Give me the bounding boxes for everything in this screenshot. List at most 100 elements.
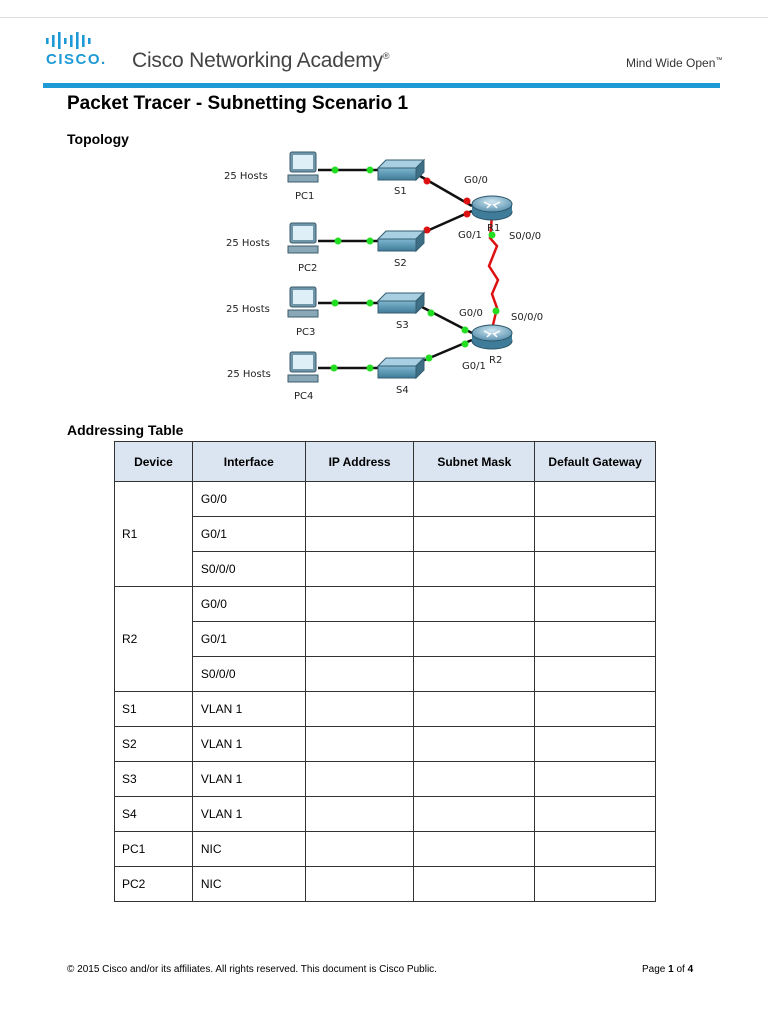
pc1-icon xyxy=(287,151,319,183)
topology-diagram: 25 Hosts 25 Hosts 25 Hosts 25 Hosts PC1 … xyxy=(224,151,543,402)
device-cell: S2 xyxy=(114,726,193,762)
router-r2-icon xyxy=(471,324,513,350)
default-gateway-cell[interactable] xyxy=(534,726,656,762)
subnet-mask-cell[interactable] xyxy=(413,516,536,552)
hosts-label-4: 25 Hosts xyxy=(227,369,271,380)
subnet-mask-cell[interactable] xyxy=(413,761,536,797)
switch-s3-icon xyxy=(376,291,426,315)
default-gateway-cell[interactable] xyxy=(534,761,656,797)
ip-address-cell[interactable] xyxy=(304,516,415,552)
device-cell: R1 xyxy=(114,481,193,587)
default-gateway-cell[interactable] xyxy=(534,481,656,517)
r1-g01-label: G0/1 xyxy=(458,230,482,241)
ip-address-cell[interactable] xyxy=(304,796,415,832)
subnet-mask-cell[interactable] xyxy=(413,726,536,762)
ip-address-cell[interactable] xyxy=(304,621,415,657)
default-gateway-cell[interactable] xyxy=(534,866,656,902)
ip-address-cell[interactable] xyxy=(304,551,415,587)
interface-cell: NIC xyxy=(191,866,306,902)
default-gateway-cell[interactable] xyxy=(534,796,656,832)
ip-address-cell[interactable] xyxy=(304,866,415,902)
pc2-icon xyxy=(287,222,319,254)
interface-cell: G0/0 xyxy=(191,586,306,622)
r2-label: R2 xyxy=(489,355,502,366)
interface-cell: VLAN 1 xyxy=(191,691,306,727)
serial-link xyxy=(487,215,500,326)
col-ip-address: IP Address xyxy=(304,441,415,482)
ip-address-cell[interactable] xyxy=(304,481,415,517)
page-title: Packet Tracer - Subnetting Scenario 1 xyxy=(67,93,409,114)
device-cell: S4 xyxy=(114,796,193,832)
pc4-icon xyxy=(287,351,319,383)
interface-cell: S0/0/0 xyxy=(191,551,306,587)
default-gateway-cell[interactable] xyxy=(534,656,656,692)
hosts-label-1: 25 Hosts xyxy=(224,171,268,182)
router-r1-icon xyxy=(471,195,513,221)
tagline: Mind Wide Open™ xyxy=(626,56,723,70)
s4-label: S4 xyxy=(396,385,409,396)
table-row: S0/0/0 xyxy=(115,551,656,587)
interface-cell: VLAN 1 xyxy=(191,761,306,797)
topology-heading: Topology xyxy=(67,131,129,147)
default-gateway-cell[interactable] xyxy=(534,831,656,867)
r2-g01-label: G0/1 xyxy=(462,361,486,372)
subnet-mask-cell[interactable] xyxy=(413,691,536,727)
ip-address-cell[interactable] xyxy=(304,726,415,762)
default-gateway-cell[interactable] xyxy=(534,516,656,552)
s2-label: S2 xyxy=(394,258,407,269)
col-interface: Interface xyxy=(191,441,306,482)
r2-s000-label: S0/0/0 xyxy=(511,312,543,323)
interface-cell: VLAN 1 xyxy=(191,796,306,832)
cisco-logo: CISCO. xyxy=(46,32,107,66)
interface-cell: VLAN 1 xyxy=(191,726,306,762)
col-subnet-mask: Subnet Mask xyxy=(413,441,536,482)
pc1-label: PC1 xyxy=(295,191,314,202)
subnet-mask-cell[interactable] xyxy=(413,796,536,832)
hosts-label-2: 25 Hosts xyxy=(226,238,270,249)
default-gateway-cell[interactable] xyxy=(534,551,656,587)
interface-cell: G0/0 xyxy=(191,481,306,517)
col-default-gateway: Default Gateway xyxy=(534,441,656,482)
cisco-wordmark: CISCO. xyxy=(46,51,107,66)
default-gateway-cell[interactable] xyxy=(534,691,656,727)
r1-label: R1 xyxy=(487,223,500,234)
interface-cell: S0/0/0 xyxy=(191,656,306,692)
hosts-label-3: 25 Hosts xyxy=(226,304,270,315)
ip-address-cell[interactable] xyxy=(304,656,415,692)
table-header-row: Device Interface IP Address Subnet Mask … xyxy=(114,441,656,482)
link-down-dots xyxy=(423,177,471,234)
subnet-mask-cell[interactable] xyxy=(413,866,536,902)
ip-address-cell[interactable] xyxy=(304,586,415,622)
ip-address-cell[interactable] xyxy=(304,761,415,797)
subnet-mask-cell[interactable] xyxy=(413,551,536,587)
table-row: S0/0/0 xyxy=(115,656,656,692)
ip-address-cell[interactable] xyxy=(304,691,415,727)
table-row: G0/1 xyxy=(115,621,656,657)
pc3-icon xyxy=(287,286,319,318)
subnet-mask-cell[interactable] xyxy=(413,481,536,517)
switch-s1-icon xyxy=(376,158,426,182)
subnet-mask-cell[interactable] xyxy=(413,621,536,657)
device-cell: S1 xyxy=(114,691,193,727)
switch-s4-icon xyxy=(376,356,426,380)
ip-address-cell[interactable] xyxy=(304,831,415,867)
device-cell: R2 xyxy=(114,586,193,692)
subnet-mask-cell[interactable] xyxy=(413,831,536,867)
footer-copyright: © 2015 Cisco and/or its affiliates. All … xyxy=(67,964,437,975)
subnet-mask-cell[interactable] xyxy=(413,656,536,692)
device-cell: S3 xyxy=(114,761,193,797)
academy-name: Cisco Networking Academy® xyxy=(132,49,390,72)
subnet-mask-cell[interactable] xyxy=(413,586,536,622)
header-accent-bar xyxy=(43,83,720,88)
device-cell: PC2 xyxy=(114,866,193,902)
default-gateway-cell[interactable] xyxy=(534,621,656,657)
default-gateway-cell[interactable] xyxy=(534,586,656,622)
